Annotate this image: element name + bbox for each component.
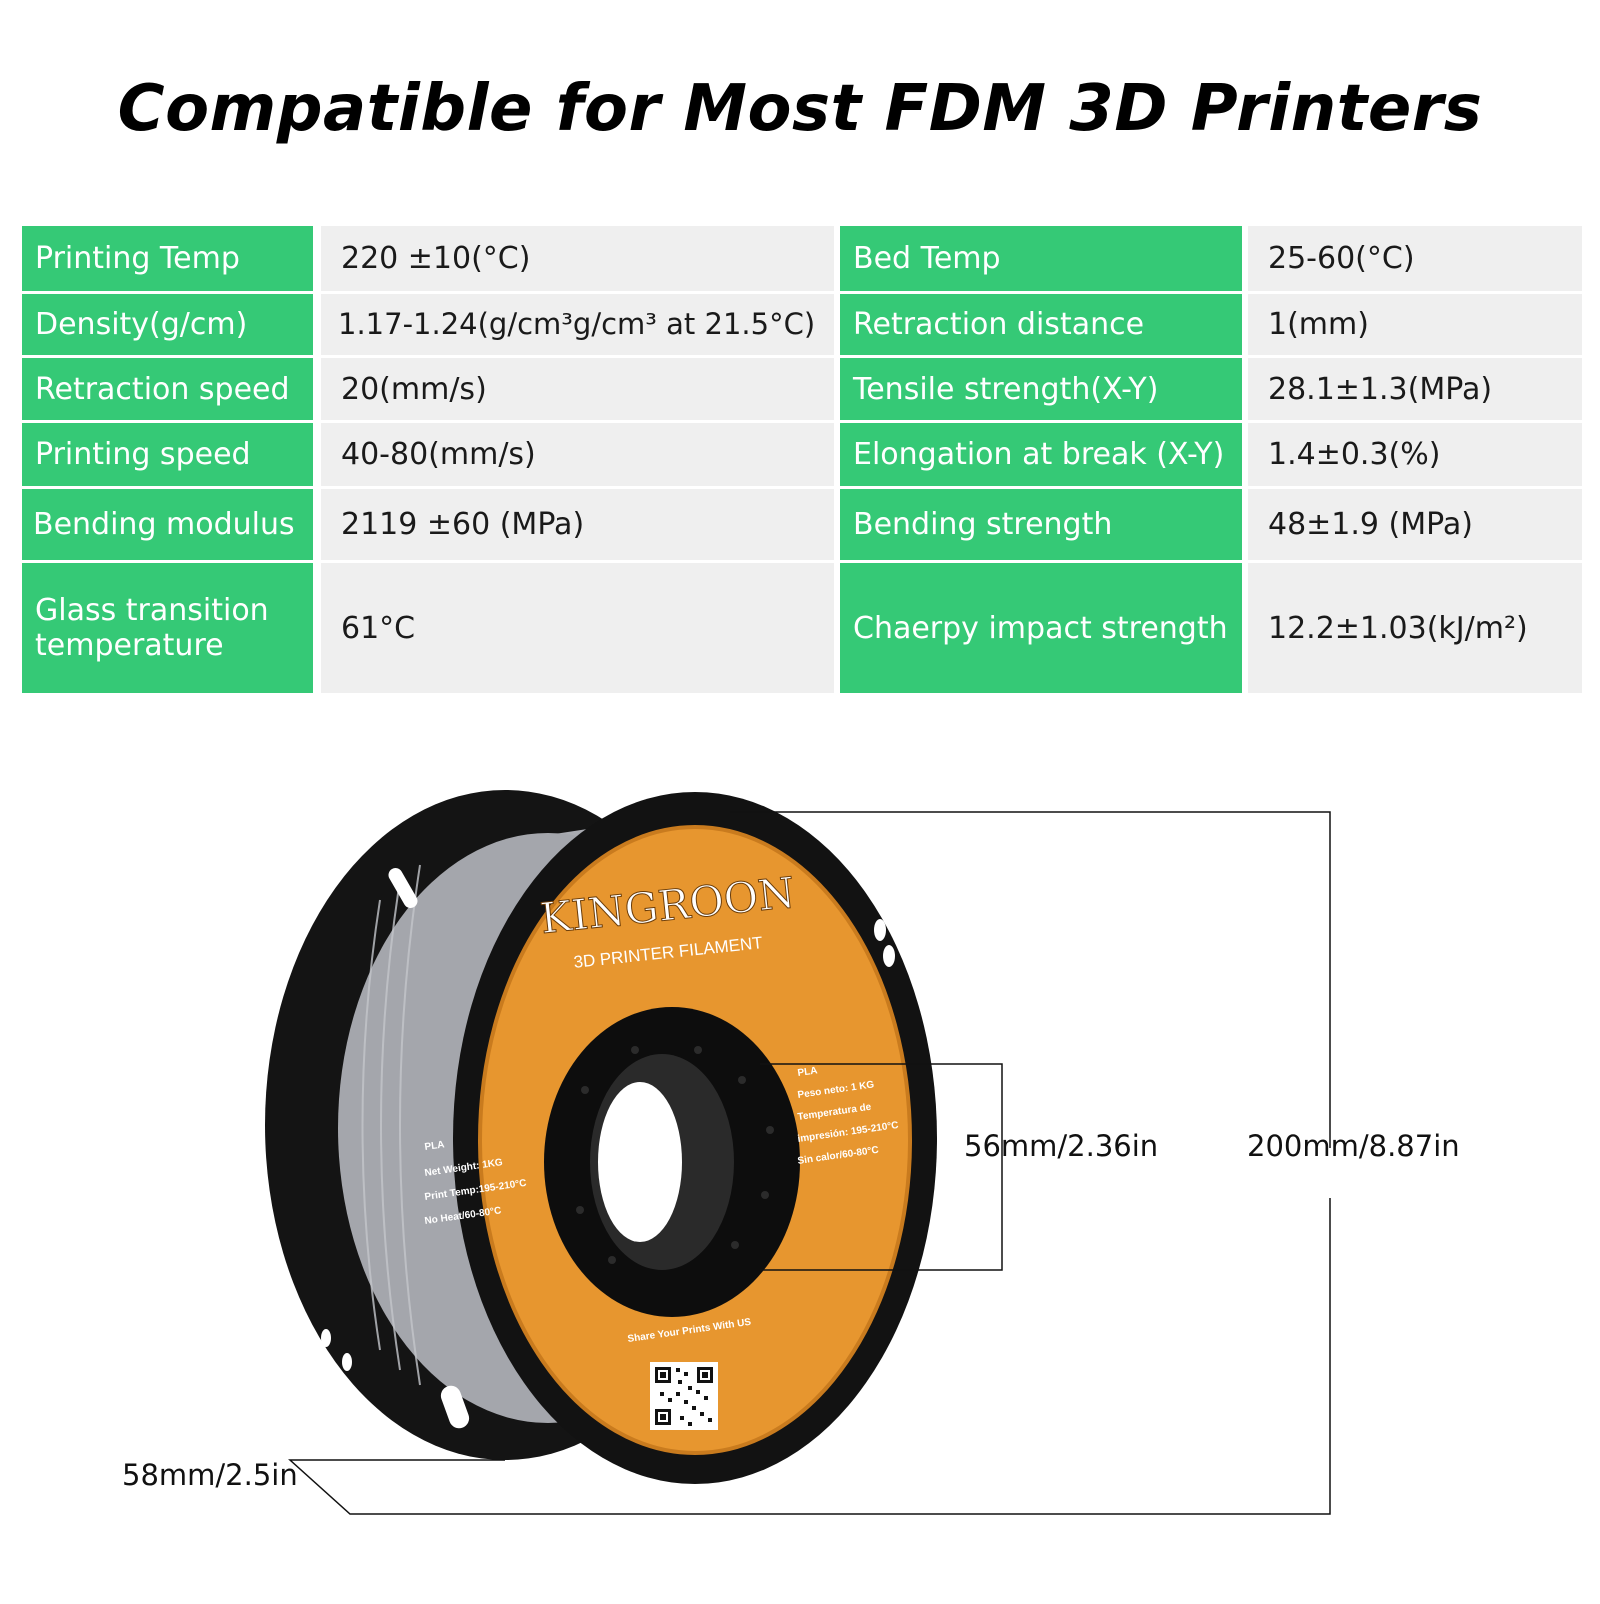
dimension-outer-diameter: 200mm/8.87in <box>1247 1129 1460 1163</box>
spec-value-retraction-distance: 1(mm) <box>1248 294 1582 355</box>
spool-illustration: KINGROON 3D PRINTER FILAMENT PLA Net Wei… <box>265 790 1331 1515</box>
spec-label-bending-modulus: Bending modulus <box>22 489 313 560</box>
spec-label-printing-temp: Printing Temp <box>22 226 313 291</box>
spec-value-bed-temp: 25-60(°C) <box>1248 226 1582 291</box>
front-flange-slot <box>440 1385 470 1429</box>
spec-label-density: Density(g/cm) <box>22 294 313 355</box>
dimension-lines <box>288 811 1331 1515</box>
dimension-inner-diameter: 56mm/2.36in <box>964 1129 1159 1163</box>
spec-label-retraction-distance: Retraction distance <box>840 294 1242 355</box>
spec-value-elongation: 1.4±0.3(%) <box>1248 423 1582 486</box>
spec-label-charpy-impact: Chaerpy impact strength <box>840 563 1242 693</box>
back-flange-hole <box>321 1329 331 1347</box>
spool-right-label-1: PLA <box>797 1065 818 1079</box>
spec-value-glass-transition: 61°C <box>321 563 834 693</box>
spec-value-retraction-speed: 20(mm/s) <box>321 358 834 420</box>
spec-value-tensile-strength: 28.1±1.3(MPa) <box>1248 358 1582 420</box>
spec-value-printing-temp: 220 ±10(°C) <box>321 226 834 291</box>
front-flange-hole <box>883 945 895 967</box>
spec-value-bending-strength: 48±1.9 (MPa) <box>1248 489 1582 560</box>
spool-figure: KINGROON 3D PRINTER FILAMENT PLA Net Wei… <box>0 760 1600 1600</box>
spec-label-bed-temp: Bed Temp <box>840 226 1242 291</box>
spec-table: Printing Temp 220 ±10(°C) Bed Temp 25-60… <box>22 226 1582 693</box>
spec-label-glass-transition: Glass transition temperature <box>22 563 313 693</box>
spec-label-retraction-speed: Retraction speed <box>22 358 313 420</box>
spec-value-printing-speed: 40-80(mm/s) <box>321 423 834 486</box>
spec-label-elongation: Elongation at break (X-Y) <box>840 423 1242 486</box>
spec-label-tensile-strength: Tensile strength(X-Y) <box>840 358 1242 420</box>
page-headline: Compatible for Most FDM 3D Printers <box>117 72 1483 146</box>
back-flange-slot <box>388 868 418 908</box>
spec-label-printing-speed: Printing speed <box>22 423 313 486</box>
spool-left-label-1: PLA <box>424 1139 445 1153</box>
dimension-width: 58mm/2.5in <box>122 1458 298 1492</box>
spool-label-edge <box>478 825 912 1455</box>
spool-hub-hole <box>598 1082 682 1242</box>
spec-value-charpy-impact: 12.2±1.03(kJ/m²) <box>1248 563 1582 693</box>
spec-value-density: 1.17-1.24(g/cm³g/cm³ at 21.5°C) <box>321 294 834 355</box>
qr-code-icon <box>650 1362 718 1430</box>
back-flange-hole <box>342 1353 352 1371</box>
spec-label-bending-strength: Bending strength <box>840 489 1242 560</box>
front-flange-hole <box>874 919 886 941</box>
spec-value-bending-modulus: 2119 ±60 (MPa) <box>321 489 834 560</box>
